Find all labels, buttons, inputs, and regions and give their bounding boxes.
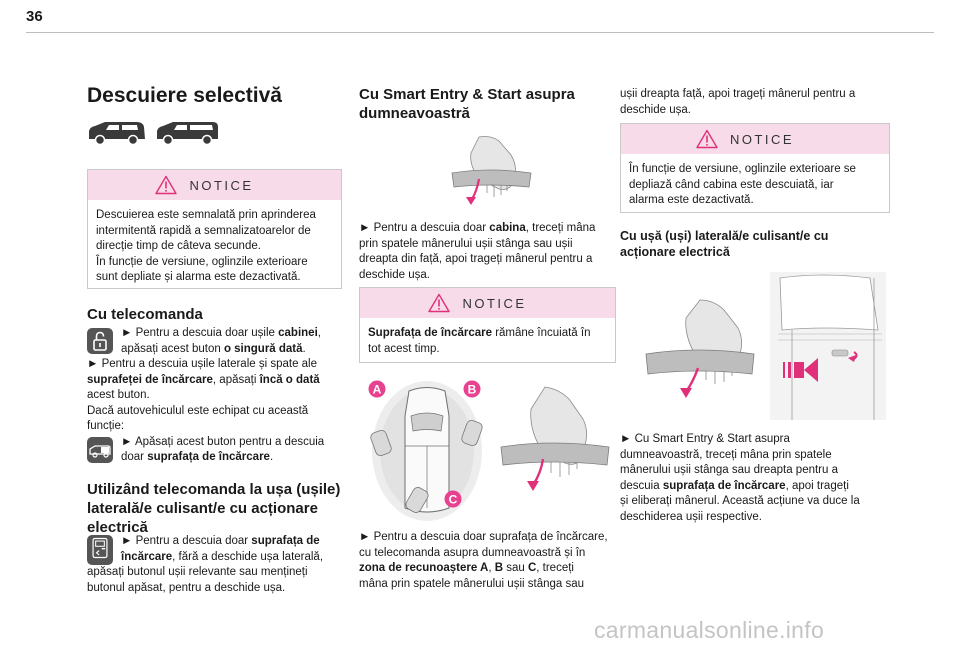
zone-label-b: B [463,380,481,398]
notice-box-2: NOTICE Suprafața de încărcare rămâne înc… [359,287,616,363]
warning-triangle-icon [428,293,451,313]
heading-smart-entry: Cu Smart Entry & Start asupra dumneavoas… [359,86,575,122]
sliding-door-button-icon [87,535,113,565]
warning-triangle-icon [155,175,178,195]
van-icons [89,122,218,146]
hand-sliding-door-illustration [645,272,886,420]
sliding-door-panel [770,272,886,420]
svg-text:B: B [468,383,477,397]
smart-entry-cargo-paragraph: ► Pentru a descuia doar suprafața de înc… [359,531,608,590]
notice-label: NOTICE [189,177,254,193]
smart-entry-cabin-paragraph: ► Pentru a descuia doar cabina, treceți … [359,222,596,281]
heading-electric-sliding-door: Cu ușă (uși) laterală/e culisant/e cu ac… [620,229,829,259]
notice-line: În funcție de versiune, oglinzile exteri… [96,255,308,268]
notice-body: Descuierea este semnalată prin aprindere… [88,200,341,292]
key-fob-left-icon [370,429,392,457]
notice-box-1: NOTICE Descuierea este semnalată prin ap… [87,169,342,289]
section-title: Descuiere selectivă [87,84,282,107]
zone-label-c: C [444,490,462,508]
notice-box-3: NOTICE În funcție de versiune, oglinzile… [620,123,890,213]
notice-line: Descuierea este semnalată prin aprindere… [96,209,316,221]
notice-header: NOTICE [88,170,341,200]
svg-text:A: A [373,383,382,397]
svg-text:C: C [449,493,458,507]
continued-paragraph: ușii dreapta față, apoi trageți mânerul … [620,88,856,116]
van-short-icon [89,122,145,146]
sliding-door-paragraph: ► Cu Smart Entry & Start asupra dumneavo… [620,433,860,523]
watermark: carmanualsonline.info [594,617,825,643]
page-number: 36 [26,8,43,25]
notice-header: NOTICE [360,288,615,318]
zone-label-a: A [368,380,386,398]
top-rule [26,32,934,33]
notice-label: NOTICE [462,295,527,311]
unlock-button-icon [87,328,113,354]
van-long-icon [157,122,218,146]
remote-paragraph: ► Pentru a descuia doar ușile cabinei, a… [87,327,325,463]
heading-electric-door: Utilizând telecomanda la ușa (ușile) lat… [87,481,341,536]
cargo-unlock-button-icon [87,437,113,463]
notice-line: sunt depliate și alarma este dezactivată… [96,271,301,283]
notice-label: NOTICE [729,131,795,147]
heading-remote: Cu telecomanda [87,306,203,323]
recognition-zones-illustration: A B C [368,380,483,521]
notice-line: intermitentă rapidă a semnalizatoarelor … [96,224,311,237]
electric-paragraph: ► Pentru a descuia doar suprafața de înc… [87,535,324,594]
door-open-arrow-icon [783,358,818,382]
key-fob-rear-icon [405,487,429,513]
hand-door-handle-illustration [451,136,532,205]
notice-body: În funcție de versiune, oglinzile exteri… [629,163,856,206]
notice-header: NOTICE [621,124,889,154]
hand-door-handle-illustration-2 [500,386,610,491]
notice-line: direcție timp de câteva secunde. [96,240,261,252]
notice-body: Suprafața de încărcare rămâne încuiată î… [368,327,591,355]
key-fob-right-icon [461,419,483,447]
warning-triangle-icon [696,129,718,149]
